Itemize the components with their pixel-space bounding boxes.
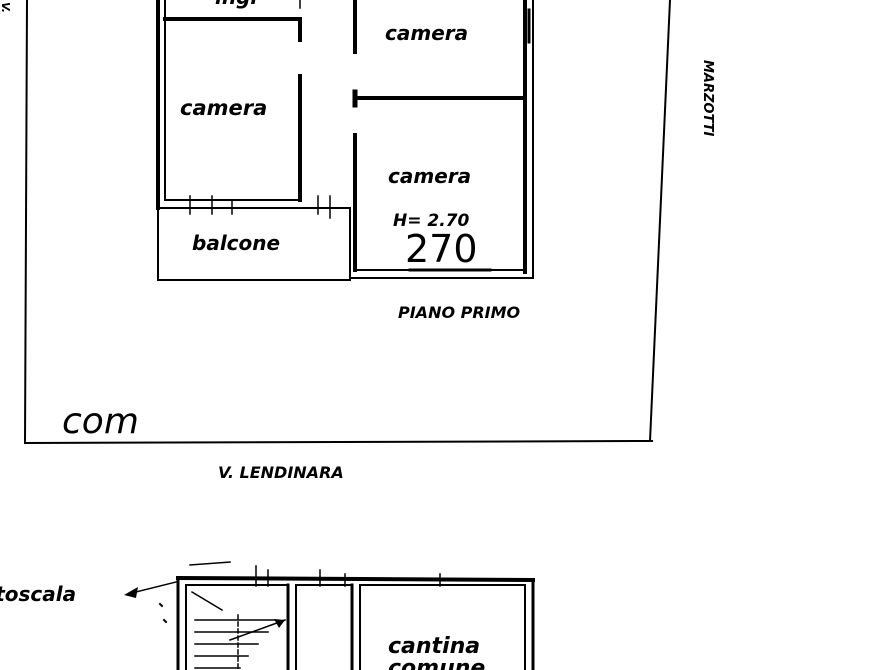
signature: com [62, 401, 139, 442]
room-label-camera-top-right: camera [385, 21, 468, 45]
arrow-icon [124, 581, 177, 624]
ceiling-height-label: H= 2.70 [393, 211, 470, 231]
floor-caption: PIANO PRIMO [398, 303, 521, 322]
street-label-right: MARZOTTI [700, 60, 715, 137]
room-label-camera-bottom-right: camera [388, 164, 471, 188]
room-label-balcone: balcone [192, 231, 280, 255]
street-label-bottom: V. LENDINARA [218, 463, 344, 482]
stair-label: sottoscala [0, 582, 76, 606]
lower-plan-walls [175, 561, 536, 670]
room-label-ingresso: ingr [215, 0, 261, 9]
room-label-camera-left: camera [180, 96, 267, 120]
ceiling-height-handwritten: 270 [405, 227, 478, 271]
stair-symbol [190, 590, 286, 670]
room-label-cantina: cantina [388, 634, 480, 659]
street-label-left: V. [0, 2, 12, 13]
room-label-comune: comune [388, 656, 485, 670]
apartment-walls [156, 0, 534, 281]
site-boundary [23, 0, 672, 445]
